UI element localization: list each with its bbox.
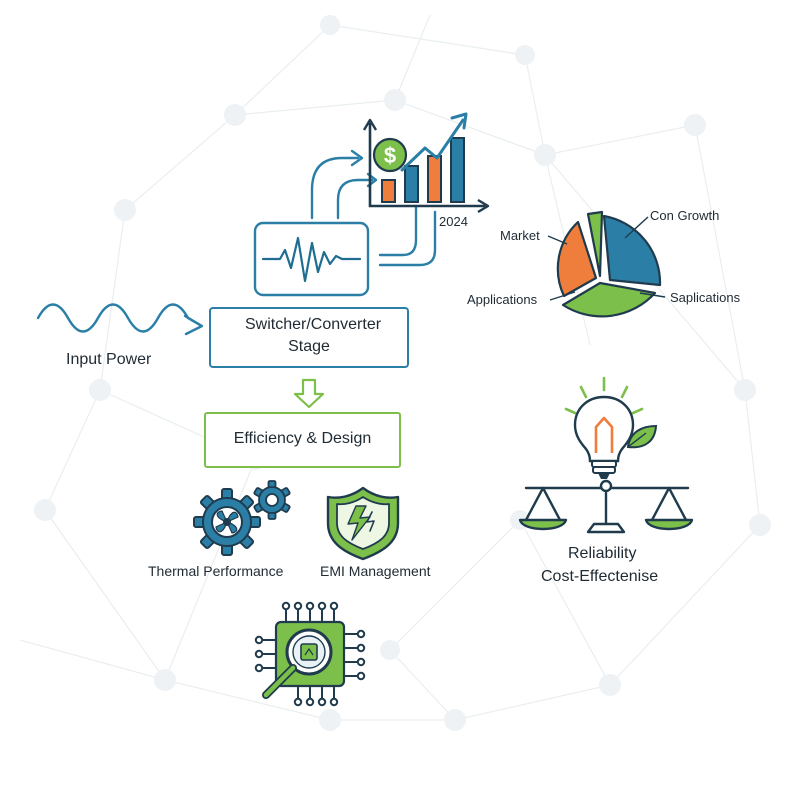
pie-chart <box>556 210 662 318</box>
pie-slice-market <box>556 220 598 298</box>
dollar-icon: $ <box>372 137 408 173</box>
shield-bolt-icon <box>326 486 400 561</box>
efficiency-label: Efficiency & Design <box>233 430 372 447</box>
balance-scale-icon <box>518 479 694 534</box>
pie-slice-growth <box>602 214 662 287</box>
emi-management-label: EMI Management <box>320 563 431 579</box>
trend-arrow-icon <box>400 118 465 172</box>
waveform-icon <box>253 221 370 297</box>
pie-slice-applications <box>561 281 657 318</box>
cost-effectiveness-label: Cost-Effectenise <box>541 568 659 585</box>
svg-text:$: $ <box>384 143 396 168</box>
sine-wave-icon <box>36 303 204 336</box>
switcher-converter-box: Switcher/Converter Stage <box>209 307 409 368</box>
pie-label-market: Market <box>500 228 540 243</box>
chart-year-label: 2024 <box>439 214 468 229</box>
input-power-label: Input Power <box>66 351 152 368</box>
leaf-icon <box>626 424 658 449</box>
efficiency-design-box: Efficiency & Design <box>204 412 401 468</box>
pie-slice-small <box>586 210 604 278</box>
pie-label-saplications: Saplications <box>670 290 741 305</box>
lightbulb-icon <box>564 376 644 479</box>
down-arrow-icon <box>293 378 325 409</box>
gears-icon <box>193 480 291 556</box>
reliability-label: Reliability <box>568 545 637 562</box>
pie-label-applications: Applications <box>467 292 538 307</box>
switcher-label: Switcher/Converter Stage <box>245 316 382 355</box>
thermal-performance-label: Thermal Performance <box>148 563 284 579</box>
pie-label-growth: Con Growth <box>650 208 720 223</box>
chip-magnifier-icon <box>254 601 366 707</box>
growth-chart-icon: $ <box>362 112 490 214</box>
